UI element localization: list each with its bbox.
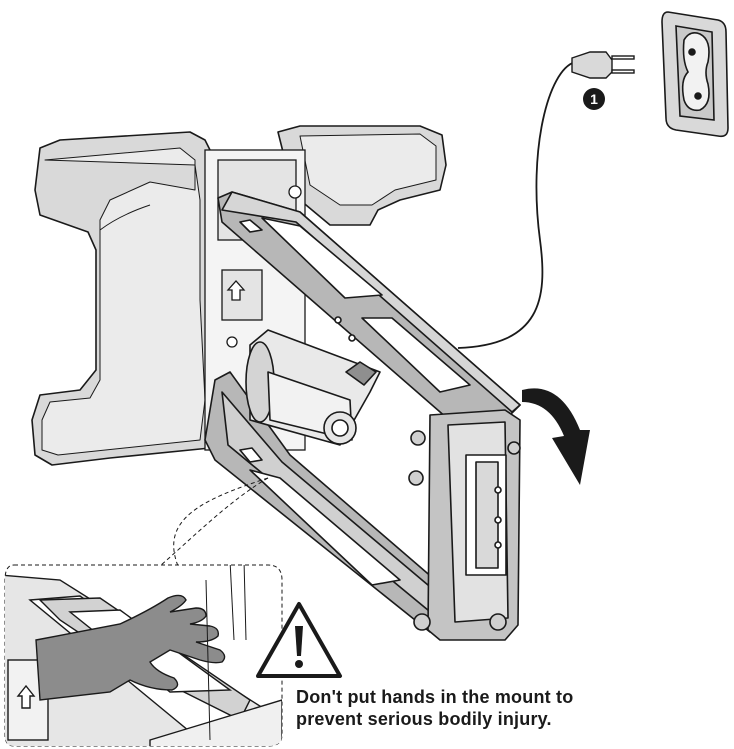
mount-arm — [204, 191, 521, 641]
warning-line-1: Don't put hands in the mount to — [296, 687, 574, 707]
step-number-badge: 1 — [583, 88, 605, 110]
hand-icon — [35, 594, 226, 701]
warning-message: Don't put hands in the mount to prevent … — [296, 686, 716, 730]
power-cord — [457, 61, 576, 349]
warning-triangle-icon — [256, 602, 342, 678]
rotate-arrow-icon — [522, 388, 590, 485]
warning-line-2: prevent serious bodily injury. — [296, 709, 552, 729]
power-plug-icon — [571, 51, 635, 79]
up-arrow-icon — [16, 684, 36, 709]
up-arrow-icon — [226, 280, 246, 301]
tv-back-shell — [31, 125, 447, 466]
inset-callout — [4, 477, 283, 747]
wall-outlet-icon — [661, 11, 729, 138]
